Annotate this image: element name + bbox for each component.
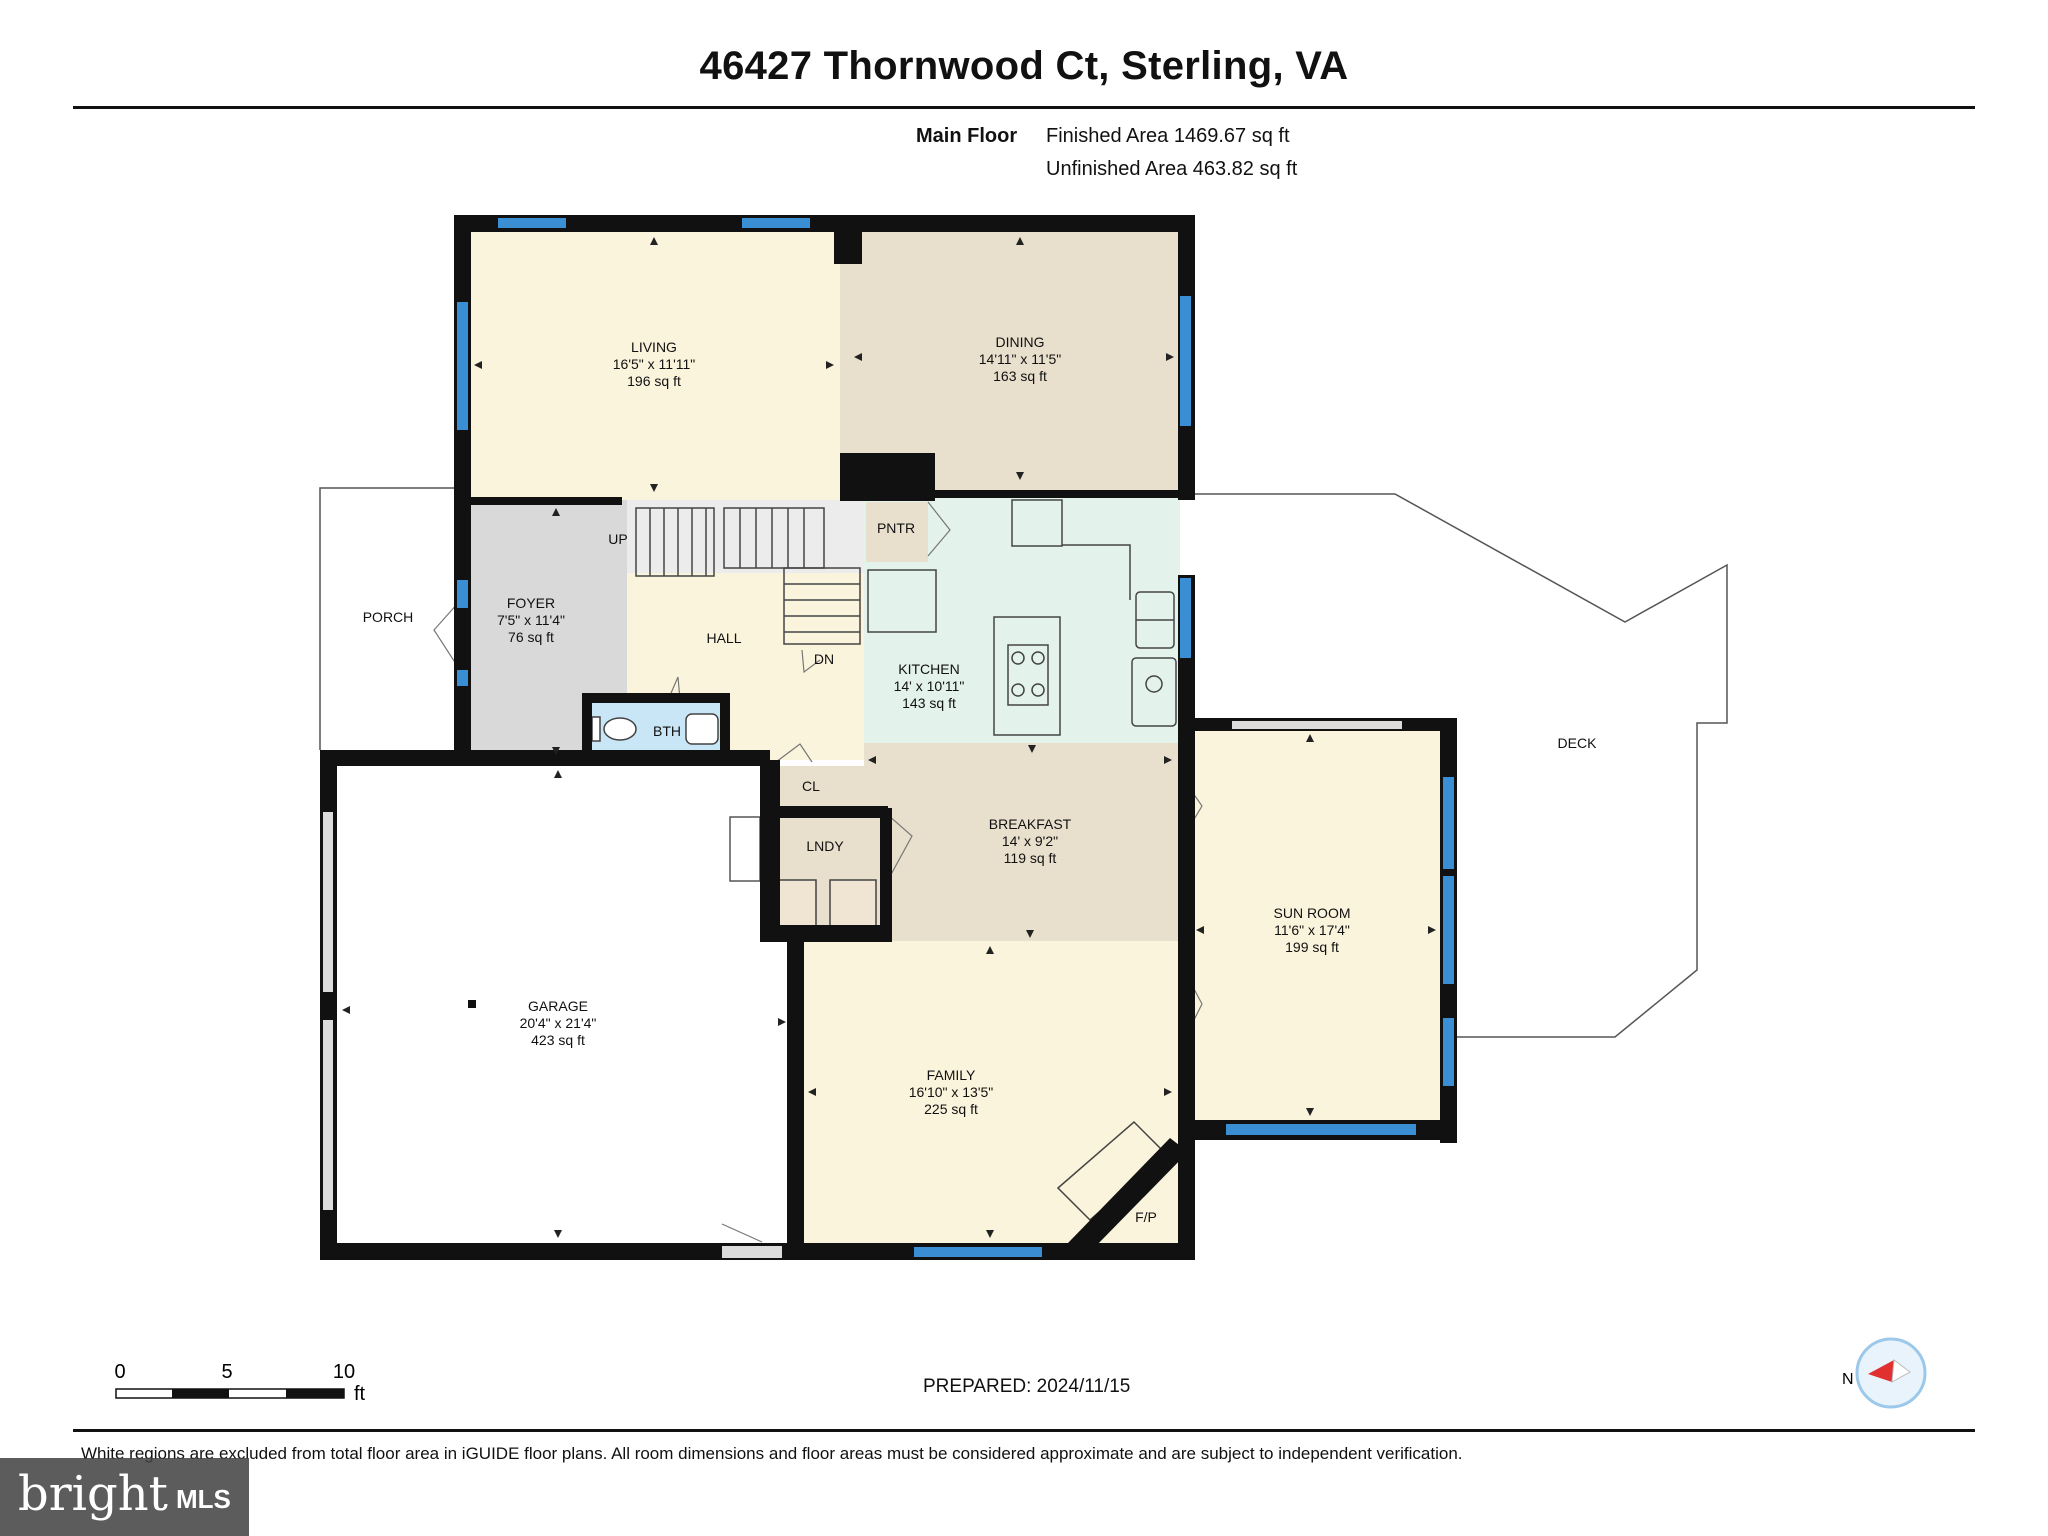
bottom-divider [73,1429,1975,1432]
garage-post [468,1000,476,1008]
room-name-garage: GARAGE [528,998,588,1014]
label-deck: DECK [1558,735,1598,751]
windows [457,218,1454,1257]
unfinished-area: Unfinished Area 463.82 sq ft [1046,158,1298,180]
label-up: UP [608,531,627,547]
room-area-family: 225 sq ft [924,1101,978,1117]
openings [323,721,1402,1258]
disclaimer-text: White regions are excluded from total fl… [81,1444,1463,1463]
label-bath: BTH [653,723,681,739]
room-dims-foyer: 7'5" x 11'4" [497,612,565,628]
room-area-breakfast: 119 sq ft [1004,850,1057,866]
label-dn: DN [814,651,834,667]
scale-tick-5: 5 [221,1361,232,1383]
compass-letter: N [1842,1371,1854,1388]
prepared-date: PREPARED: 2024/11/15 [923,1376,1131,1397]
room-dims-garage: 20'4" x 21'4" [520,1015,597,1031]
brand-sub: MLS [176,1484,231,1514]
room-dims-dining: 14'11" x 11'5" [979,351,1062,367]
sunroom-fill [1180,730,1446,1122]
pantry-fill [866,502,928,562]
brand-logo: bright MLS [0,1458,249,1536]
closet-fill [768,766,864,806]
porch-outline [319,487,455,750]
laundry-door-panel [729,816,761,882]
label-pantry: PNTR [877,520,915,536]
floor-plan: LIVING 16'5" x 11'11" 196 sq ft DINING 1… [319,215,1728,1260]
floor-name: Main Floor [916,125,1018,147]
compass-icon: N [1842,1337,1927,1409]
room-dims-breakfast: 14' x 9'2" [1002,833,1058,849]
top-divider [73,106,1975,109]
room-dims-kitchen: 14' x 10'11" [894,678,965,694]
deck-outline [1195,493,1728,1038]
room-dims-living: 16'5" x 11'11" [613,356,696,372]
scale-tick-10: 10 [333,1361,355,1383]
bath-fixtures [591,713,719,745]
staircase [635,507,861,645]
family-fill [797,941,1180,1243]
finished-area: Finished Area 1469.67 sq ft [1046,125,1290,147]
living-room-fill [462,223,840,500]
dimension-markers [342,237,1436,1238]
room-area-kitchen: 143 sq ft [902,695,956,711]
scale-tick-0: 0 [114,1361,125,1383]
room-area-sunroom: 199 sq ft [1285,939,1339,955]
label-fireplace: F/P [1135,1209,1157,1225]
dining-room-fill [840,223,1180,490]
breakfast-fill [864,743,1180,941]
room-name-family: FAMILY [927,1067,976,1083]
scale-bar: 0 5 10 ft [114,1361,366,1405]
label-laundry: LNDY [806,838,844,854]
room-area-foyer: 76 sq ft [508,629,554,645]
brand-main: bright [18,1466,168,1522]
label-hall: HALL [706,630,741,646]
stair-fill [627,500,864,573]
label-closet: CL [802,778,820,794]
room-dims-sunroom: 11'6" x 17'4" [1274,922,1350,938]
room-name-dining: DINING [996,334,1045,350]
room-name-living: LIVING [631,339,677,355]
room-name-kitchen: KITCHEN [898,661,959,677]
label-porch: PORCH [363,609,414,625]
room-name-sunroom: SUN ROOM [1274,905,1351,921]
kitchen-fixtures [867,499,1177,736]
room-name-foyer: FOYER [507,595,555,611]
room-area-living: 196 sq ft [627,373,681,389]
page-title: 46427 Thornwood Ct, Sterling, VA [699,44,1349,88]
room-area-garage: 423 sq ft [531,1032,585,1048]
room-name-breakfast: BREAKFAST [989,816,1072,832]
room-dims-family: 16'10" x 13'5" [909,1084,994,1100]
room-area-dining: 163 sq ft [993,368,1047,384]
scale-unit: ft [354,1383,366,1405]
